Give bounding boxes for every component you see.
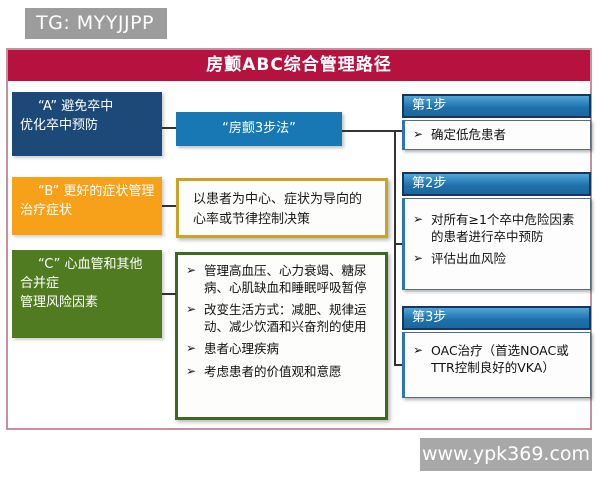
pillar-a-line1: “A” 避免卒中 (38, 99, 114, 114)
step1-item: ➢ 确定低危患者 (413, 127, 582, 144)
step3-header: 第3步 (402, 306, 591, 330)
step2-item: ➢ 评估出血风险 (413, 251, 582, 268)
connector-b-to-goldbox (162, 205, 176, 207)
arrow-bullet-icon: ➢ (413, 127, 424, 141)
arrow-bullet-icon: ➢ (413, 251, 424, 265)
diagram-title: 房颤ABC综合管理路径 (8, 50, 590, 81)
tg-watermark-label: TG: MYYJJPP (25, 8, 167, 39)
comorbidity-item-text: 考虑患者的价值观和意愿 (204, 363, 342, 379)
comorbidity-management-box: ➢ 管理高血压、心力衰竭、糖尿病、心肌缺血和睡眠呼吸暂停 ➢ 改变生活方式：减肥… (175, 252, 388, 420)
comorbidity-item-text: 患者心理疾病 (204, 341, 280, 356)
connector-threestep-to-trunk (342, 130, 402, 132)
comorbidity-item: ➢ 患者心理疾病 (186, 341, 377, 358)
comorbidity-item-text: 管理高血压、心力衰竭、糖尿病、心肌缺血和睡眠呼吸暂停 (204, 263, 367, 295)
pillar-c-line2: 合并症 (20, 275, 60, 291)
patient-centered-decision-box: 以患者为中心、症状为导向的心率或节律控制决策 (176, 178, 388, 238)
comorbidity-item: ➢ 管理高血压、心力衰竭、糖尿病、心肌缺血和睡眠呼吸暂停 (186, 263, 377, 296)
connector-a-to-threestep (162, 127, 176, 129)
pillar-c-line1: “C” 心血管和其他 (38, 257, 143, 272)
arrow-bullet-icon: ➢ (186, 302, 197, 316)
connector-trunk-vertical (394, 130, 396, 366)
comorbidity-item-text: 改变生活方式：减肥、规律运动、减少饮酒和兴奋剂的使用 (204, 302, 367, 334)
pillar-a-line2: 优化卒中预防 (20, 117, 99, 133)
step1-item-text: 确定低危患者 (431, 127, 507, 142)
pillar-c-comorbidities: “C” 心血管和其他 合并症 管理风险因素 (12, 250, 162, 338)
site-watermark: www.ypk369.com (420, 438, 592, 471)
step2-item-text: 对所有≥1个卒中危险因素的患者进行卒中预防 (431, 212, 575, 244)
step3-item: ➢ OAC治疗（首选NOAC或TTR控制良好的VKA） (413, 343, 582, 376)
arrow-bullet-icon: ➢ (186, 263, 197, 277)
pillar-b-better-symptoms: “B” 更好的症状管理 治疗症状 (12, 177, 162, 235)
af-abc-pathway-diagram: 房颤ABC综合管理路径 “A” 避免卒中 优化卒中预防 “B” 更好的症状管理 … (6, 48, 592, 430)
pillar-b-line1: “B” 更好的症状管理 (38, 184, 155, 199)
step2-item-text: 评估出血风险 (431, 251, 507, 266)
pillar-b-line2: 治疗症状 (20, 202, 73, 218)
step2-item: ➢ 对所有≥1个卒中危险因素的患者进行卒中预防 (413, 212, 582, 245)
step2-header: 第2步 (402, 172, 591, 196)
arrow-bullet-icon: ➢ (186, 341, 197, 355)
arrow-bullet-icon: ➢ (186, 363, 197, 378)
connector-c-to-greenbox (162, 293, 176, 295)
connector-trunk-to-step2 (394, 243, 402, 245)
arrow-bullet-icon: ➢ (413, 343, 424, 357)
step1-box: ➢ 确定低危患者 (402, 120, 591, 150)
comorbidity-item: ➢ 考虑患者的价值观和意愿 (186, 364, 377, 381)
arrow-bullet-icon: ➢ (413, 212, 424, 226)
pillar-a-avoid-stroke: “A” 避免卒中 优化卒中预防 (12, 92, 162, 156)
step2-box: ➢ 对所有≥1个卒中危险因素的患者进行卒中预防 ➢ 评估出血风险 (402, 198, 591, 290)
step1-header: 第1步 (402, 94, 591, 118)
step3-item-text: OAC治疗（首选NOAC或TTR控制良好的VKA） (431, 343, 569, 375)
comorbidity-item: ➢ 改变生活方式：减肥、规律运动、减少饮酒和兴奋剂的使用 (186, 302, 377, 335)
connector-trunk-to-step3 (394, 364, 402, 366)
step3-box: ➢ OAC治疗（首选NOAC或TTR控制良好的VKA） (402, 332, 591, 398)
af-three-step-box: “房颤3步法” (176, 112, 342, 146)
pillar-c-line3: 管理风险因素 (20, 294, 99, 310)
